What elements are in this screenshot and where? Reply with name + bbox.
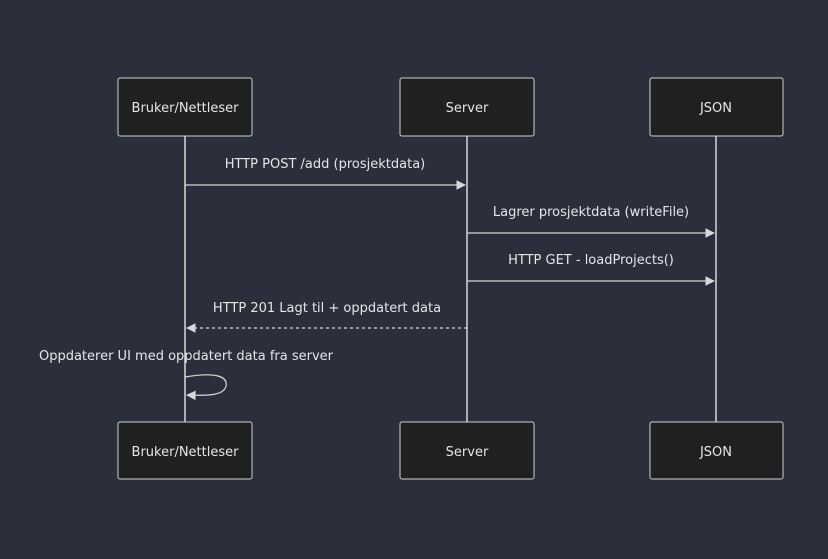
actor-label: Bruker/Nettleser bbox=[132, 445, 240, 460]
actor-label: Server bbox=[446, 445, 489, 460]
message-label: HTTP POST /add (prosjektdata) bbox=[225, 157, 425, 172]
actor-label: Server bbox=[446, 101, 489, 116]
self-message-arrow bbox=[184, 374, 227, 401]
actor-top-server: Server bbox=[399, 77, 535, 137]
message-http-201: HTTP 201 Lagt til + oppdatert data bbox=[186, 301, 467, 333]
actor-label: JSON bbox=[699, 445, 732, 460]
actor-top-browser: Bruker/Nettleser bbox=[117, 77, 253, 137]
actor-bottom-server: Server bbox=[399, 421, 535, 480]
message-label: Oppdaterer UI med oppdatert data fra ser… bbox=[39, 349, 334, 364]
message-load-projects: HTTP GET - loadProjects() bbox=[467, 253, 715, 286]
message-label: HTTP GET - loadProjects() bbox=[508, 253, 674, 268]
actor-label: JSON bbox=[699, 101, 732, 116]
actor-top-json: JSON bbox=[649, 77, 784, 137]
actor-label: Bruker/Nettleser bbox=[132, 101, 240, 116]
actor-bottom-json: JSON bbox=[649, 421, 784, 480]
message-post-add: HTTP POST /add (prosjektdata) bbox=[185, 157, 466, 190]
message-update-ui: Oppdaterer UI med oppdatert data fra ser… bbox=[39, 349, 334, 401]
message-label: Lagrer prosjektdata (writeFile) bbox=[493, 205, 689, 220]
message-write-file: Lagrer prosjektdata (writeFile) bbox=[467, 205, 715, 238]
message-label: HTTP 201 Lagt til + oppdatert data bbox=[213, 301, 441, 316]
actor-bottom-browser: Bruker/Nettleser bbox=[117, 421, 253, 480]
